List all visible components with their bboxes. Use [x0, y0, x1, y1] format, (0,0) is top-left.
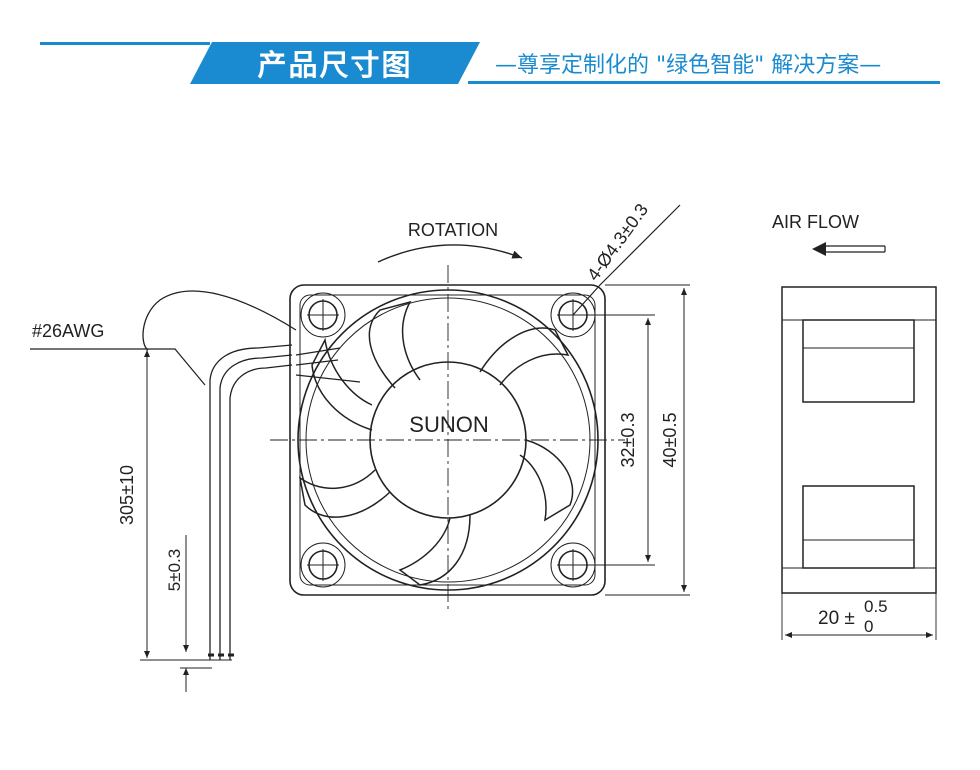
header-title-banner: 产品尺寸图	[190, 42, 480, 84]
hole-leader	[572, 204, 681, 316]
fan-side-view	[781, 286, 937, 594]
hole-pitch-ext	[573, 314, 655, 566]
fan-blades	[298, 300, 574, 586]
depth-base-label: 20 ±	[818, 608, 855, 629]
hole-pitch-label: 32±0.3	[618, 413, 638, 468]
page-title: 产品尺寸图	[257, 48, 413, 82]
rotation-arrow	[377, 244, 523, 263]
wire-gauge-label: #26AWG	[32, 321, 104, 341]
depth-upper-tol: 0.5	[864, 597, 888, 616]
header: 产品尺寸图 —尊享定制化的 "绿色智能" 解决方案—	[0, 0, 980, 100]
brand-label: SUNON	[409, 412, 488, 437]
lead-wires	[142, 290, 297, 660]
depth-lower-tol: 0	[864, 617, 873, 636]
frame-size-ext	[605, 284, 690, 596]
airflow-arrow	[820, 245, 886, 253]
rotation-label: ROTATION	[408, 220, 498, 240]
airflow-arrowhead	[812, 242, 826, 256]
hole-dimension-label: 4-Ø4.3±0.3	[583, 200, 652, 285]
header-rule-bottom	[468, 81, 940, 84]
header-rule-left	[40, 42, 210, 45]
fan-front-view	[270, 265, 625, 610]
center-lines	[270, 265, 625, 610]
lead-length-label: 305±10	[117, 465, 137, 525]
frame-size-label: 40±0.5	[660, 413, 680, 468]
wire-exit	[295, 347, 361, 383]
page-subtitle: —尊享定制化的 "绿色智能" 解决方案—	[495, 53, 882, 78]
awg-leader	[30, 348, 206, 386]
strip-length-label: 5±0.3	[165, 549, 184, 591]
airflow-label: AIR FLOW	[772, 212, 859, 232]
